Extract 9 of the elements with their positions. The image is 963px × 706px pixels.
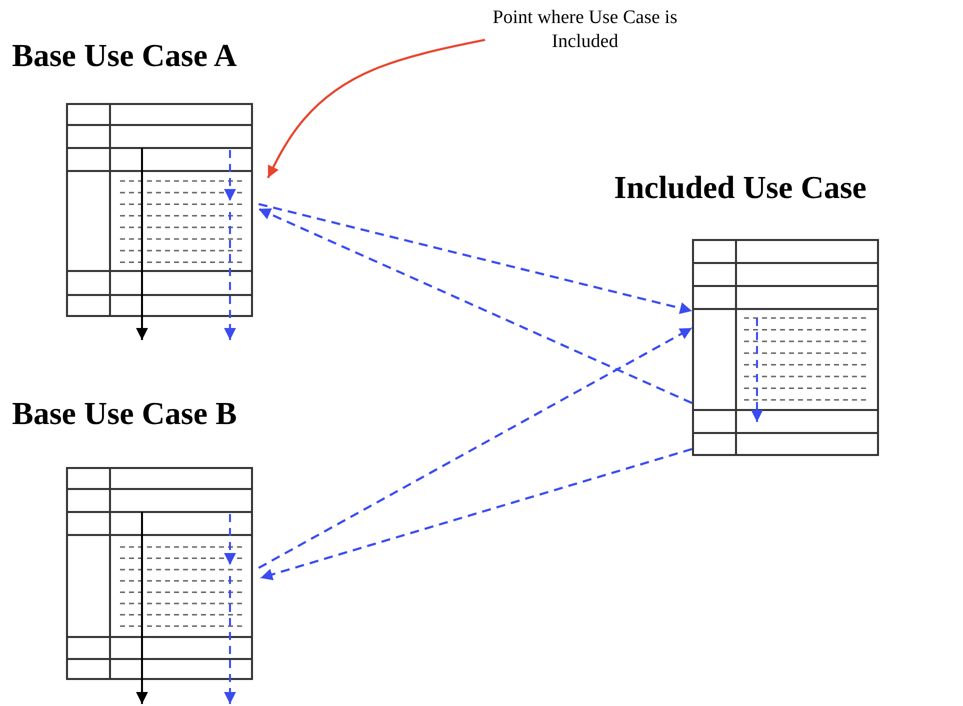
- dashed-arrow: [260, 448, 692, 580]
- heading-text: Base Use Case B: [12, 395, 237, 432]
- annotation-text: Point where Use Case is Included: [485, 6, 685, 54]
- dashed-arrow: [258, 202, 692, 314]
- heading-text: Included Use Case: [614, 169, 866, 206]
- dashed-arrow: [258, 208, 692, 404]
- heading-text: Base Use Case A: [12, 37, 237, 74]
- leader-line: [266, 38, 486, 178]
- dashed-arrow: [258, 327, 693, 569]
